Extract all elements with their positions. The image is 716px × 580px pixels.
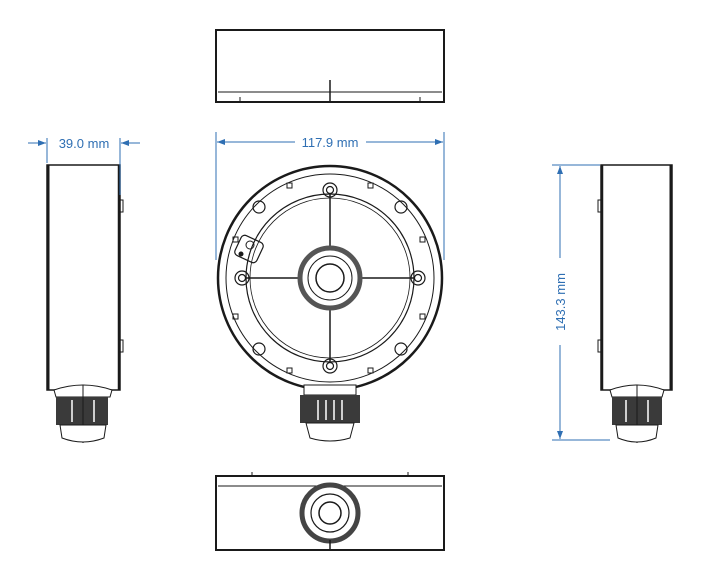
width-label: 117.9 mm (302, 135, 359, 150)
top-view (215, 29, 445, 103)
height-dimension: 143.3 mm (552, 164, 610, 441)
bottom-view (215, 472, 445, 551)
front-view (216, 164, 444, 392)
cable-gland-front (300, 384, 360, 442)
right-side-view (597, 164, 673, 443)
width-dimension: 117.9 mm (215, 132, 445, 260)
depth-dimension: 39.0 mm (28, 136, 140, 195)
left-side-view (46, 164, 124, 443)
height-label: 143.3 mm (553, 273, 568, 331)
depth-label: 39.0 mm (59, 136, 110, 151)
